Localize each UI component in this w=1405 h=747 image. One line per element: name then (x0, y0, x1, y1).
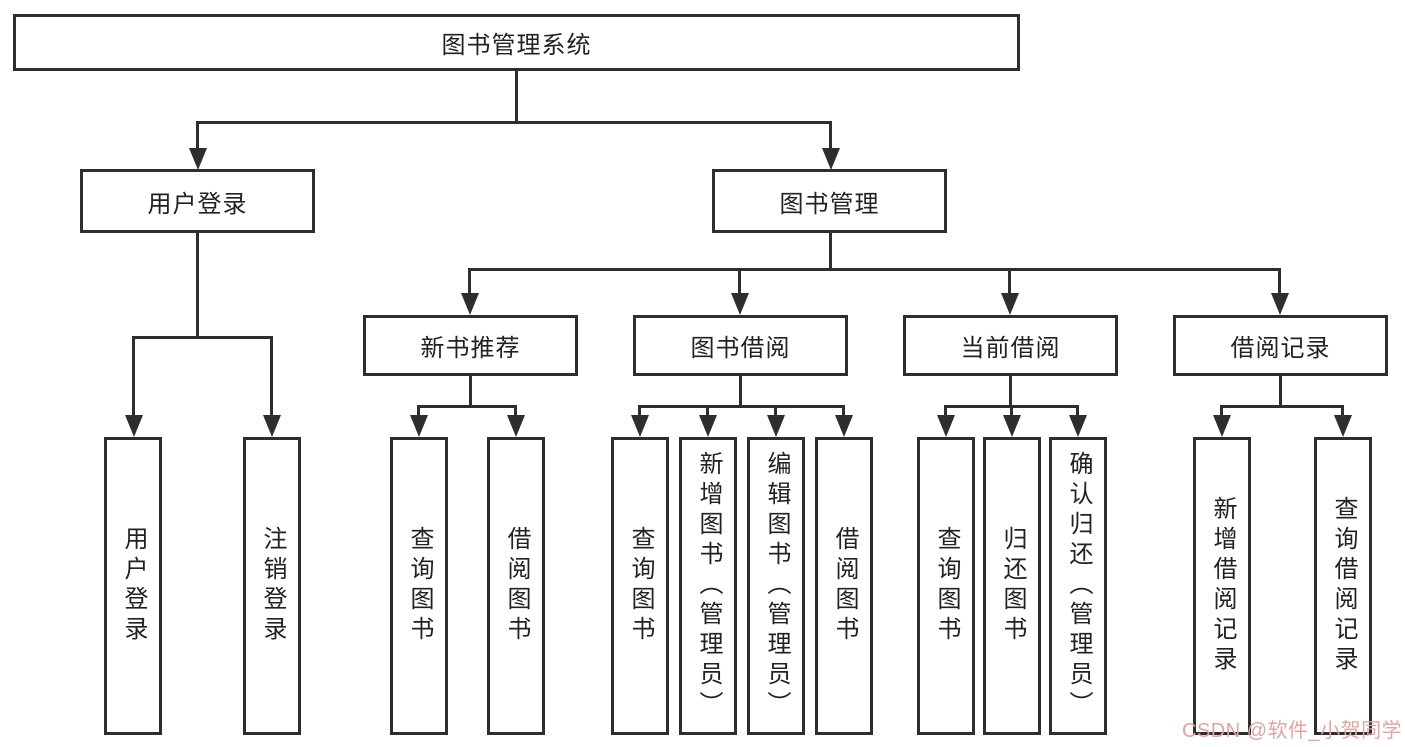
leaf-label: 借阅图书 (831, 526, 858, 646)
connector-hline (1220, 405, 1344, 408)
leaf-label: 查询图书 (933, 526, 960, 646)
connector-user-login-hline (132, 336, 273, 339)
connector-to-leaf (417, 405, 420, 418)
leaf-logout: 注销登录 (243, 437, 301, 735)
leaf-label: 归还图书 (999, 526, 1026, 646)
connector-book-management-hline (468, 268, 1281, 271)
connector-hline (417, 405, 517, 408)
leaf-borrow-book: 借阅图书 (815, 437, 873, 735)
connector-to-leaf (774, 405, 777, 418)
connector-root-stem (515, 71, 518, 124)
leaf-edit-book-admin: 编辑图书（管理员） (747, 437, 805, 735)
connector-book-management-stem (829, 233, 832, 271)
leaf-query-book: 查询图书 (390, 437, 448, 735)
connector-to-leaf (842, 405, 845, 418)
leaf-query-borrow-record: 查询借阅记录 (1314, 437, 1372, 735)
leaf-label: 编辑图书（管理员） (763, 451, 790, 721)
arrowhead-icon (767, 415, 785, 437)
node-book-borrow: 图书借阅 (633, 315, 848, 376)
connector-stem (1279, 376, 1282, 408)
leaf-label: 用户登录 (120, 526, 147, 646)
node-label: 借阅记录 (1230, 335, 1331, 362)
connector-to-level3 (738, 268, 741, 295)
leaf-label: 新增图书（管理员） (695, 451, 722, 721)
connector-root-hline (196, 121, 832, 124)
arrowhead-icon (1001, 293, 1019, 315)
arrowhead-icon (1271, 293, 1289, 315)
node-label: 图书借阅 (690, 335, 791, 362)
arrowhead-icon (1003, 415, 1021, 437)
node-label: 图书管理 (779, 190, 880, 218)
arrowhead-icon (1213, 415, 1231, 437)
node-library-management-system: 图书管理系统 (13, 14, 1020, 71)
connector-to-leaf (1010, 405, 1013, 418)
arrowhead-icon (189, 148, 207, 170)
leaf-label: 新增借阅记录 (1209, 496, 1236, 676)
node-user-login: 用户登录 (80, 169, 315, 233)
arrowhead-icon (507, 415, 525, 437)
connector-stem (469, 376, 472, 408)
arrowhead-icon (1334, 415, 1352, 437)
connector-to-leaf (514, 405, 517, 418)
connector-to-level3 (1008, 268, 1011, 295)
leaf-label: 借阅图书 (503, 526, 530, 646)
leaf-query-book: 查询图书 (917, 437, 975, 735)
arrowhead-icon (822, 148, 840, 170)
node-book-management: 图书管理 (712, 169, 947, 233)
connector-stem (739, 376, 742, 408)
leaf-user-login: 用户登录 (104, 437, 162, 735)
connector-to-level3 (468, 268, 471, 295)
arrowhead-icon (699, 415, 717, 437)
connector-user-login-stem (196, 233, 199, 339)
node-label: 图书管理系统 (441, 32, 592, 59)
node-label: 新书推荐 (420, 335, 521, 362)
node-new-book-recommend: 新书推荐 (363, 315, 578, 376)
connector-to-leaf (706, 405, 709, 418)
arrowhead-icon (125, 415, 143, 437)
leaf-borrow-book: 借阅图书 (487, 437, 545, 735)
connector-to-book-management (829, 121, 832, 152)
arrowhead-icon (631, 415, 649, 437)
arrowhead-icon (461, 293, 479, 315)
connector-stem (1009, 376, 1012, 408)
connector-to-leaf (132, 336, 135, 417)
connector-to-leaf (270, 336, 273, 417)
leaf-label: 确认归还（管理员） (1065, 451, 1092, 721)
leaf-return-book: 归还图书 (983, 437, 1041, 735)
leaf-label: 查询借阅记录 (1330, 496, 1357, 676)
connector-to-leaf (944, 405, 947, 418)
connector-to-user-login (196, 121, 199, 152)
csdn-watermark: CSDN @软件_小贺同学 (1182, 720, 1403, 742)
node-borrow-record: 借阅记录 (1173, 315, 1388, 376)
arrowhead-icon (731, 293, 749, 315)
node-label: 当前借阅 (960, 335, 1061, 362)
leaf-query-book: 查询图书 (611, 437, 669, 735)
node-current-borrow: 当前借阅 (903, 315, 1118, 376)
leaf-label: 注销登录 (259, 526, 286, 646)
connector-to-leaf (1220, 405, 1223, 418)
leaf-label: 查询图书 (627, 526, 654, 646)
connector-to-leaf (1341, 405, 1344, 418)
leaf-add-book-admin: 新增图书（管理员） (679, 437, 737, 735)
arrowhead-icon (263, 415, 281, 437)
node-label: 用户登录 (147, 190, 248, 218)
connector-hline (638, 405, 845, 408)
connector-to-leaf (1076, 405, 1079, 418)
arrowhead-icon (410, 415, 428, 437)
arrowhead-icon (1069, 415, 1087, 437)
connector-to-level3 (1278, 268, 1281, 295)
leaf-confirm-return-admin: 确认归还（管理员） (1049, 437, 1107, 735)
leaf-add-borrow-record: 新增借阅记录 (1193, 437, 1251, 735)
leaf-label: 查询图书 (406, 526, 433, 646)
arrowhead-icon (937, 415, 955, 437)
connector-to-leaf (638, 405, 641, 418)
arrowhead-icon (835, 415, 853, 437)
